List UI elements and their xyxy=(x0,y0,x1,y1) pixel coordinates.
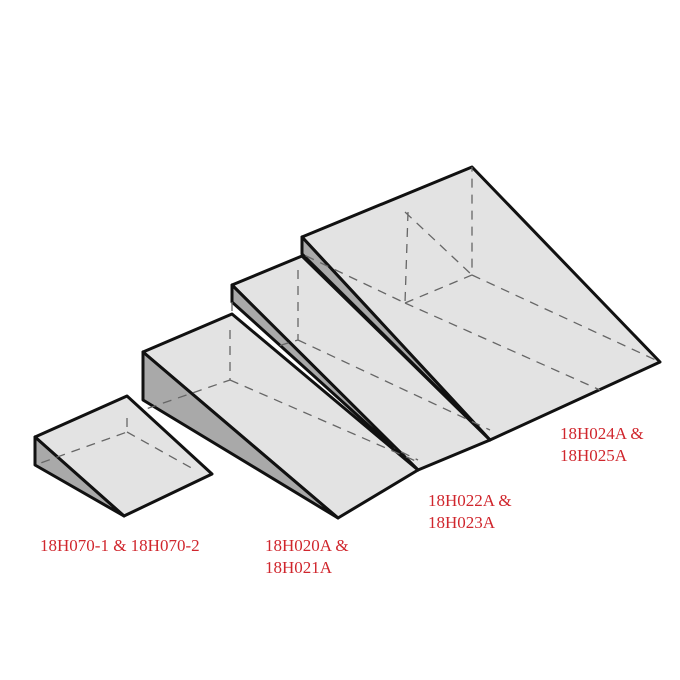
wedge-2-side-face xyxy=(141,350,340,520)
label-wedge-1: 18H070-1 & 18H070-2 xyxy=(40,536,200,555)
label-wedge-4-line2: 18H025A xyxy=(560,446,628,465)
label-wedge-2-line1: 18H020A & xyxy=(265,536,349,555)
label-wedge-3-line2: 18H023A xyxy=(428,513,496,532)
label-wedge-2-line2: 18H021A xyxy=(265,558,333,577)
label-wedge-2: 18H020A & 18H021A xyxy=(265,535,349,579)
wedge-18H020A xyxy=(141,312,420,520)
wedge-18H070 xyxy=(33,394,214,518)
label-wedge-3-line1: 18H022A & xyxy=(428,491,512,510)
wedge-18H024A xyxy=(300,165,662,442)
wedge-1-hidden-edges xyxy=(34,418,196,471)
wedge-4-hidden-edges xyxy=(301,167,661,391)
wedge-2-hidden-edges xyxy=(142,330,419,463)
label-wedge-4: 18H024A & 18H025A xyxy=(560,423,644,467)
label-wedge-4-line1: 18H024A & xyxy=(560,424,644,443)
wedge-3-side-face xyxy=(230,283,420,472)
label-wedge-3: 18H022A & 18H023A xyxy=(428,490,512,534)
